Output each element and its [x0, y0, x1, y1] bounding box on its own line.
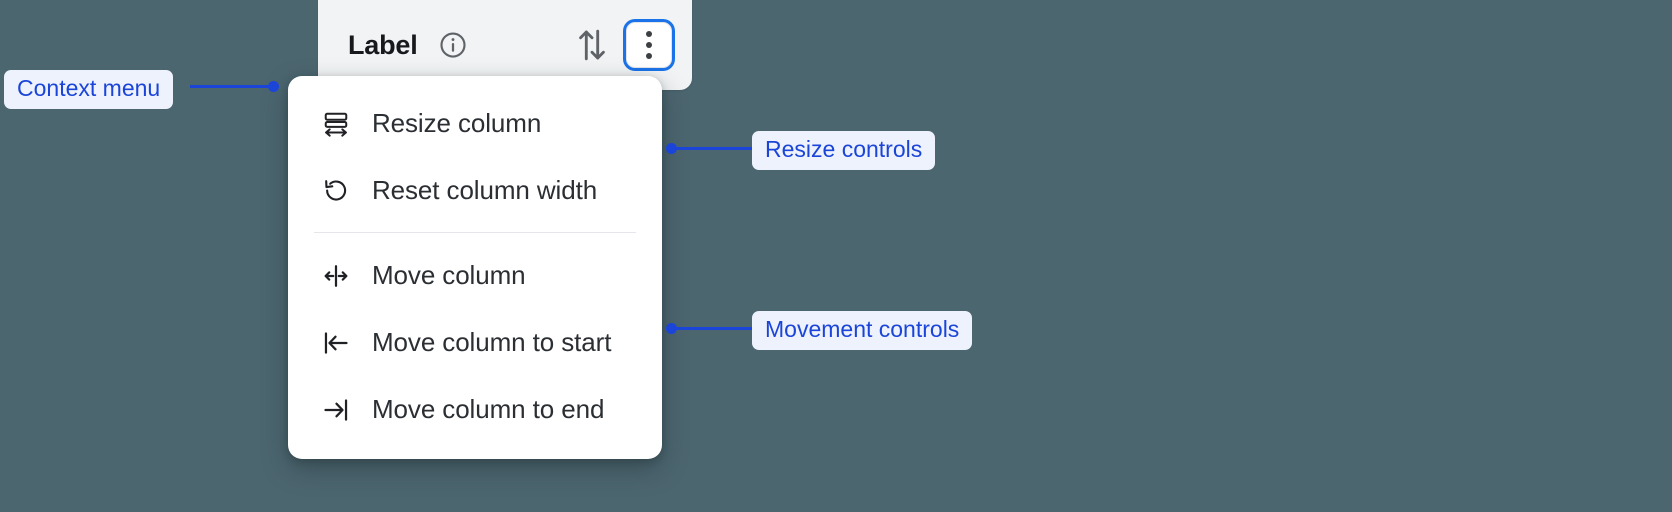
menu-divider [314, 232, 636, 233]
menu-item-reset-column-width[interactable]: Reset column width [288, 157, 662, 224]
leader-line-resize-controls [672, 147, 752, 150]
leader-line-context-menu [190, 85, 274, 88]
kebab-dot [646, 42, 652, 48]
column-context-menu: Resize column Reset column width [288, 76, 662, 459]
menu-item-label: Move column to start [372, 327, 612, 357]
move-to-start-icon [324, 331, 348, 354]
leader-line-movement-controls [672, 327, 752, 330]
info-circle-icon[interactable] [438, 30, 468, 60]
menu-item-label: Move column to end [372, 394, 605, 424]
leader-dot-context-menu [268, 81, 279, 92]
annotation-resize-controls: Resize controls [752, 131, 936, 170]
leader-dot-movement-controls [666, 323, 677, 334]
column-menu-button[interactable] [626, 22, 672, 68]
move-to-end-icon [324, 398, 348, 421]
move-column-icon [324, 264, 348, 287]
menu-item-resize-column[interactable]: Resize column [288, 90, 662, 157]
menu-item-label: Reset column width [372, 175, 598, 205]
leader-dot-resize-controls [666, 143, 677, 154]
menu-item-move-column[interactable]: Move column [288, 242, 662, 309]
menu-item-move-column-to-end[interactable]: Move column to end [288, 376, 662, 443]
menu-item-label: Move column [372, 260, 526, 290]
kebab-dot [646, 31, 652, 37]
menu-item-move-column-to-start[interactable]: Move column to start [288, 309, 662, 376]
resize-column-icon [324, 112, 348, 137]
page-title: Label [348, 29, 418, 60]
annotation-context-menu: Context menu [4, 70, 174, 109]
annotation-movement-controls: Movement controls [752, 311, 973, 350]
column-header-card: Label [318, 0, 692, 90]
sort-up-down-icon[interactable] [574, 25, 610, 65]
kebab-dot [646, 53, 652, 59]
reset-width-icon [325, 179, 347, 201]
menu-item-label: Resize column [372, 108, 542, 138]
